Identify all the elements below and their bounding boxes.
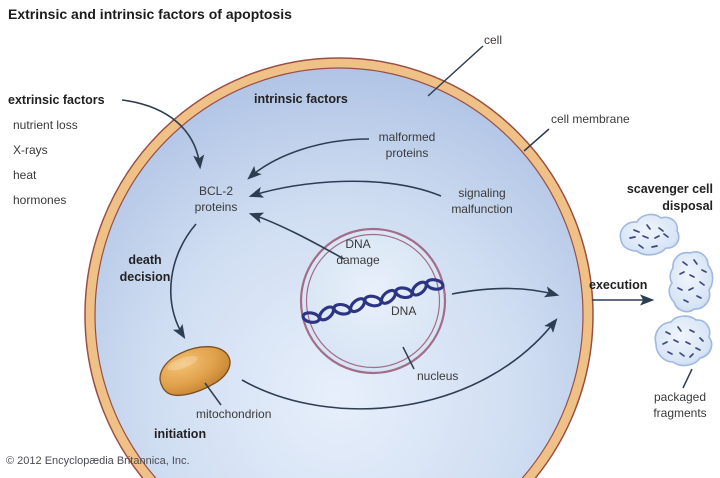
label-initiation: initiation — [154, 427, 207, 441]
label-cell-membrane: cell membrane — [551, 112, 630, 126]
mitochondrion-highlight — [167, 355, 198, 371]
pointer-nucleus — [402, 346, 415, 370]
label-nucleus: nucleus — [417, 369, 459, 383]
extrinsic-factor-item: X-rays — [13, 143, 48, 157]
label-mitochondrion: mitochondrion — [196, 407, 272, 421]
pointer-mitochondrion — [204, 382, 222, 406]
page-title: Extrinsic and intrinsic factors of apopt… — [8, 6, 292, 22]
label-dna-damage: DNA damage — [336, 237, 380, 268]
pointer-packaged-fragments — [682, 368, 693, 389]
arrow-nucleus-to-membrane — [451, 286, 560, 298]
extrinsic-factor-item: heat — [13, 168, 37, 182]
extrinsic-factor-item: hormones — [13, 193, 67, 207]
label-scavenger-disposal: scavenger cell disposal — [626, 182, 713, 213]
label-signaling-malfunction: signaling malfunction — [451, 186, 513, 217]
dna-icon — [301, 278, 445, 324]
mitochondrion-icon — [159, 346, 231, 396]
label-malformed-proteins: malformed proteins — [378, 130, 436, 161]
label-extrinsic-factors: extrinsic factors — [8, 93, 105, 107]
scavenger-cells — [619, 213, 714, 367]
label-intrinsic-factors: intrinsic factors — [254, 92, 348, 106]
arrow-mitochondrion-to-membrane — [241, 318, 558, 410]
pointer-cell — [427, 45, 484, 97]
arrow-signaling-to-bcl2 — [248, 180, 442, 198]
extrinsic-factor-item: nutrient loss — [13, 118, 78, 132]
arrow-dnadamage-to-bcl2 — [248, 212, 345, 260]
pointer-lines — [204, 45, 693, 406]
pointer-cell-membrane — [523, 128, 550, 152]
arrow-death-decision — [170, 223, 197, 340]
scavenger-cell-blob — [668, 251, 714, 313]
arrow-malformed-to-bcl2 — [247, 138, 370, 180]
label-packaged-fragments: packaged fragments — [653, 390, 707, 421]
label-cell: cell — [484, 33, 503, 47]
cell-membrane-outer-line — [84, 57, 594, 478]
scavenger-cell-blob — [619, 213, 680, 256]
nucleus-shape — [299, 227, 447, 375]
label-dna: DNA — [391, 304, 417, 318]
copyright-text: © 2012 Encyclopædia Britannica, Inc. — [6, 455, 190, 467]
label-bcl2-proteins: BCL-2 proteins — [194, 184, 238, 215]
arrow-extrinsic-to-bcl2 — [121, 99, 205, 170]
fragment-speckles — [629, 224, 707, 358]
cell-membrane-inner-line — [94, 67, 584, 478]
flow-arrows — [121, 99, 655, 410]
label-death-decision: death decision — [119, 253, 171, 284]
label-execution: execution — [589, 278, 648, 292]
